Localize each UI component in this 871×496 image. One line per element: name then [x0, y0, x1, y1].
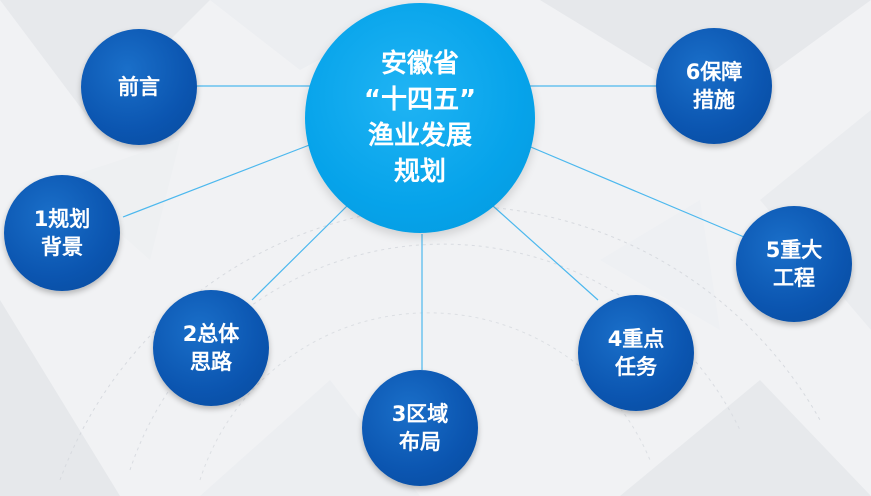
node-regional-layout: 3区域 布局	[362, 370, 478, 486]
node-safeguards-line-1: 6保障	[685, 60, 743, 84]
center-line-2: “十四五”	[363, 85, 477, 115]
node-preface-line-1: 前言	[118, 75, 160, 99]
node-preface: 前言	[81, 29, 197, 145]
node-background-line-2: 背景	[41, 235, 83, 259]
center-line-1: 安徽省	[380, 49, 459, 79]
center-line-4: 规划	[393, 157, 446, 187]
node-major-projects-line-1: 5重大	[765, 238, 823, 262]
node-overall-thinking: 2总体 思路	[153, 290, 269, 406]
node-key-tasks-line-2: 任务	[615, 355, 657, 379]
node-key-tasks: 4重点 任务	[578, 295, 694, 411]
node-safeguards: 6保障 措施	[656, 28, 772, 144]
connector-key-tasks	[492, 205, 599, 301]
node-overall-thinking-line-2: 思路	[190, 350, 232, 374]
connector-background	[122, 143, 313, 218]
node-regional-layout-line-1: 3区域	[391, 402, 449, 426]
node-major-projects: 5重大 工程	[736, 206, 852, 322]
node-major-projects-line-2: 工程	[773, 266, 815, 290]
connector-overall-thinking	[251, 204, 349, 301]
node-regional-layout-line-2: 布局	[399, 430, 441, 454]
center-line-3: 渔业发展	[367, 121, 472, 151]
node-safeguards-line-2: 措施	[693, 88, 735, 112]
node-overall-thinking-line-1: 2总体	[182, 322, 240, 346]
node-background: 1规划 背景	[4, 175, 120, 291]
center-node-label: 安徽省 “十四五” 渔业发展 规划	[364, 46, 476, 190]
center-node: 安徽省 “十四五” 渔业发展 规划	[305, 3, 535, 233]
connector-major-projects	[525, 144, 745, 238]
node-key-tasks-line-1: 4重点	[607, 327, 665, 351]
node-background-line-1: 1规划	[33, 207, 91, 231]
